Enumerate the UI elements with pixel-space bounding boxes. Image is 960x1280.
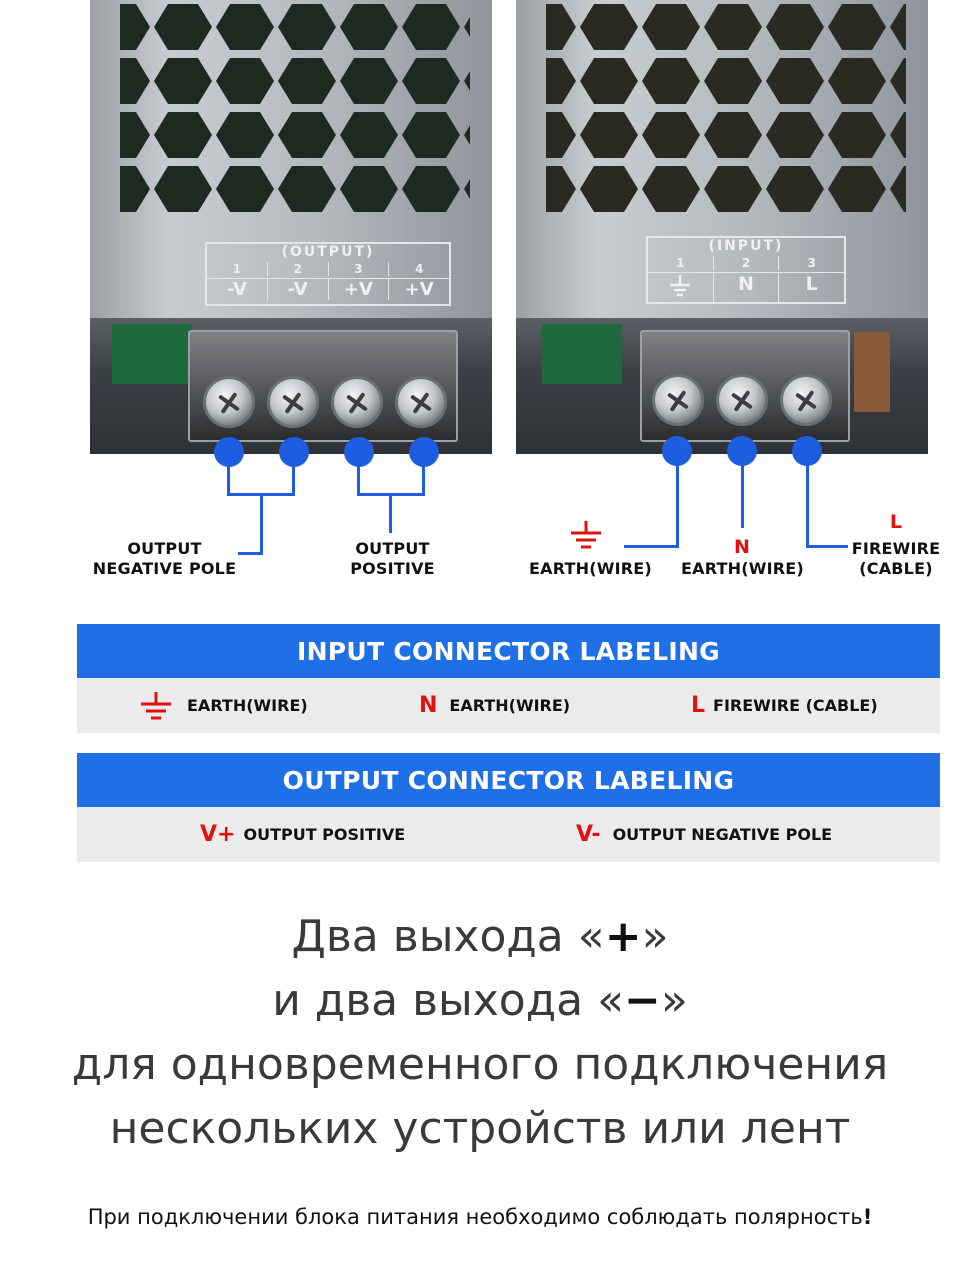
input-entry-code: N: [419, 693, 438, 718]
description-line-1: Два выхода «+»: [291, 911, 669, 962]
output-label-panel: (OUTPUT) 1 2 3 4 -V -V +V +V: [205, 242, 451, 306]
output-entry-label: OUTPUT NEGATIVE POLE: [612, 825, 833, 844]
output-entry-negative: V- OUTPUT NEGATIVE POLE: [576, 822, 832, 847]
psu-output-housing: (OUTPUT) 1 2 3 4 -V -V +V +V: [90, 0, 492, 318]
input-labeling-table: INPUT CONNECTOR LABELING EARTH(WIRE) N E…: [77, 624, 940, 733]
description-line-4: нескольких устройств или лент: [109, 1103, 851, 1154]
output-entry-positive: V+ OUTPUT POSITIVE: [200, 822, 576, 847]
input-entry-code: L: [691, 693, 706, 718]
output-table-row: V+ OUTPUT POSITIVE V- OUTPUT NEGATIVE PO…: [77, 807, 940, 862]
terminal-symbol: N: [712, 273, 779, 304]
output-screw-1: [203, 376, 255, 428]
terminal-number: 2: [712, 256, 779, 270]
input-panel-title: (INPUT): [708, 238, 784, 254]
output-screw-3: [331, 376, 383, 428]
ground-icon: [571, 521, 601, 549]
neutral-callout: EARTH(WIRE): [681, 559, 804, 578]
output-screw-2: [267, 376, 319, 428]
terminal-number: 1: [676, 256, 685, 270]
terminal-symbol: L: [778, 273, 844, 304]
input-label-panel: (INPUT) 1 2 3 N L: [646, 236, 846, 304]
description-block: Два выхода «+» и два выхода «−» для одно…: [0, 905, 960, 1161]
output-negative-callout: OUTPUT NEGATIVE POLE: [92, 539, 237, 578]
output-entry-code: V+: [200, 822, 236, 847]
input-entry-earth: EARTH(WIRE): [139, 691, 419, 721]
ground-icon: [141, 691, 171, 719]
output-panel-title: (OUTPUT): [281, 244, 375, 260]
terminal-symbol: +V: [388, 279, 449, 300]
input-entry-label: FIREWIRE (CABLE): [713, 696, 878, 715]
input-entry-line: L FIREWIRE (CABLE): [691, 693, 878, 718]
terminal-number: 3: [778, 256, 844, 270]
terminal-number: 1: [232, 262, 242, 276]
terminal-number: 2: [266, 262, 328, 276]
terminal-number: 3: [327, 262, 389, 276]
input-table-title: INPUT CONNECTOR LABELING: [77, 624, 940, 678]
honeycomb-vent: [546, 0, 906, 215]
ground-icon: [648, 273, 713, 304]
input-table-row: EARTH(WIRE) N EARTH(WIRE) L FIREWIRE (CA…: [77, 678, 940, 733]
earth-callout: EARTH(WIRE): [529, 559, 652, 578]
product-photo: (OUTPUT) 1 2 3 4 -V -V +V +V: [0, 0, 960, 600]
input-screw-1: [652, 374, 704, 426]
input-screw-2: [716, 374, 768, 426]
output-table-title: OUTPUT CONNECTOR LABELING: [77, 753, 940, 807]
input-entry-label: EARTH(WIRE): [449, 696, 571, 715]
line-callout: FIREWIRE (CABLE): [851, 539, 941, 578]
minus-symbol: −: [624, 975, 661, 1026]
input-entry-label: EARTH(WIRE): [187, 696, 308, 715]
output-entry-label: OUTPUT POSITIVE: [243, 825, 406, 844]
input-screw-3: [780, 374, 832, 426]
plus-symbol: +: [604, 911, 642, 962]
output-entry-code: V-: [576, 822, 601, 847]
line-symbol: L: [889, 511, 903, 533]
polarity-note: При подключении блока питания необходимо…: [87, 1205, 873, 1229]
terminal-number: 4: [388, 262, 449, 276]
output-labeling-table: OUTPUT CONNECTOR LABELING V+ OUTPUT POSI…: [77, 753, 940, 862]
description-line-3: для одновременного подключения: [71, 1039, 889, 1090]
terminal-symbol: -V: [266, 279, 328, 300]
note-exclamation: !: [862, 1205, 873, 1229]
description-line-2: и два выхода «−»: [272, 975, 688, 1026]
terminal-symbol: +V: [327, 279, 389, 300]
terminal-symbol: -V: [226, 279, 247, 300]
output-positive-callout: OUTPUT POSITIVE: [350, 539, 435, 578]
input-entry-neutral: N EARTH(WIRE): [419, 693, 691, 718]
output-screw-4: [395, 376, 447, 428]
neutral-symbol: N: [733, 536, 751, 558]
honeycomb-vent: [120, 0, 470, 215]
psu-input-housing: (INPUT) 1 2 3 N L: [516, 0, 928, 318]
